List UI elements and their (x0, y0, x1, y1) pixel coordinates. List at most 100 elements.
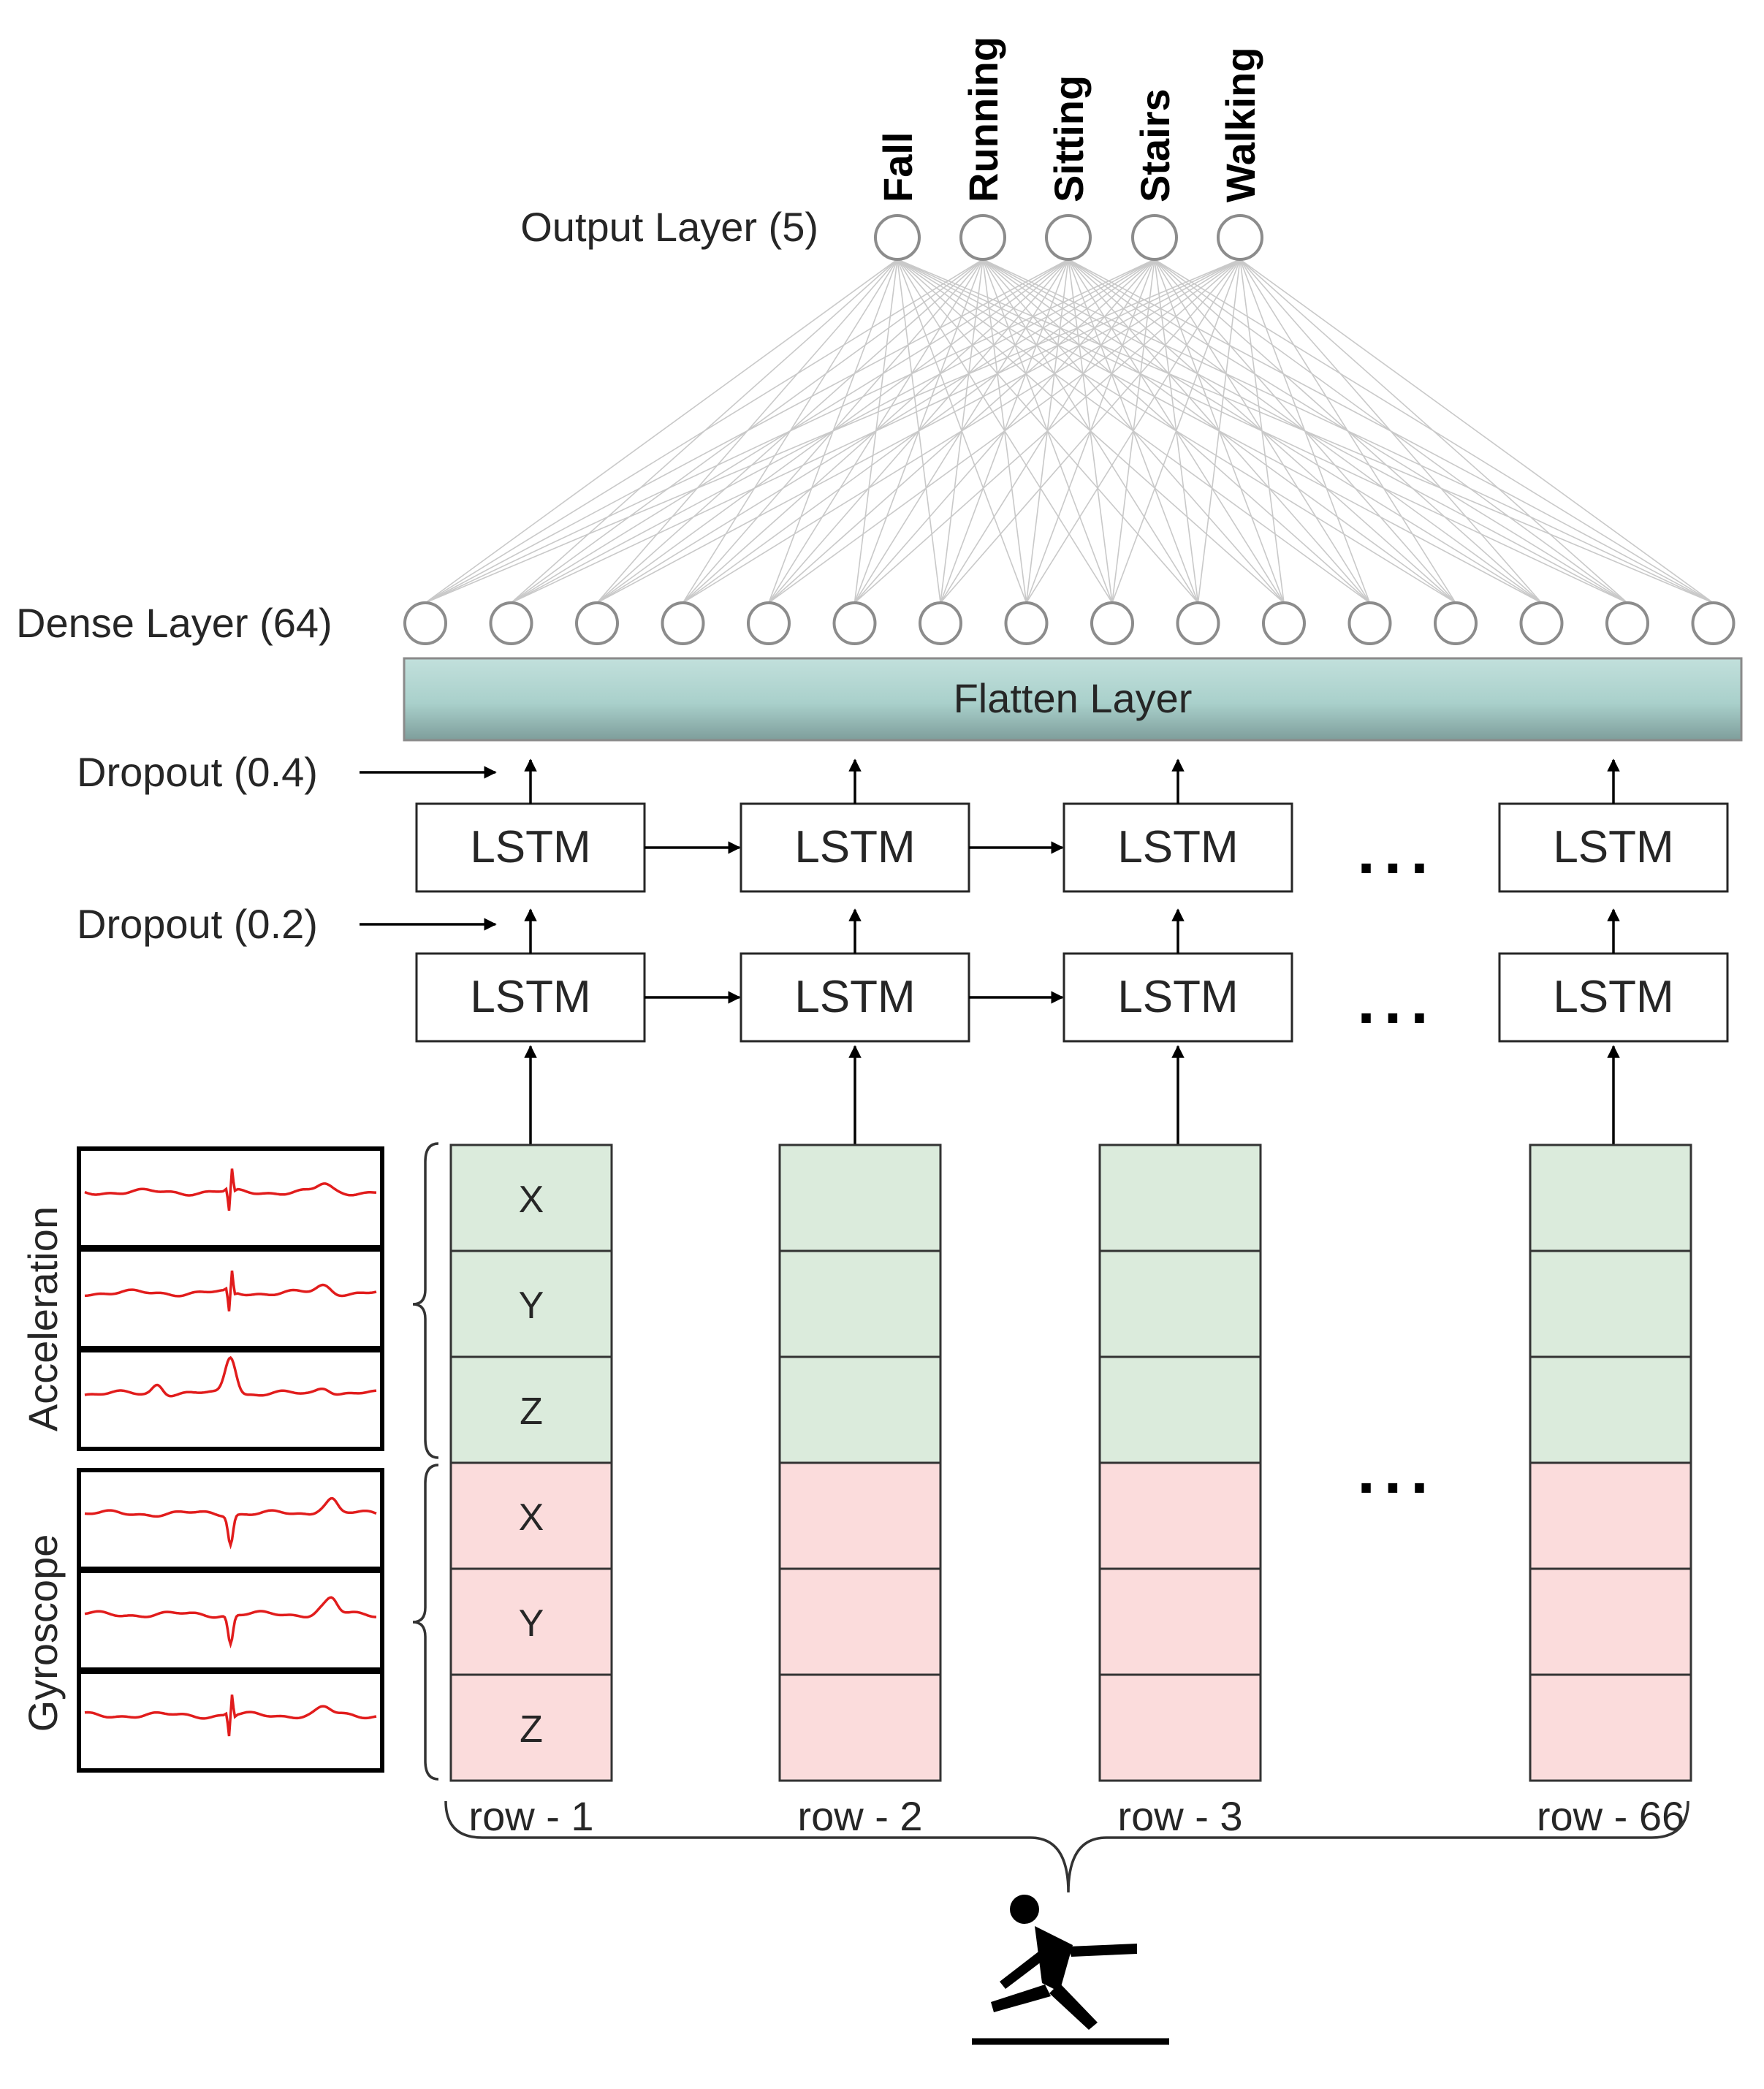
dense-node (1262, 601, 1306, 645)
acceleration-cell (1098, 1249, 1262, 1358)
connection-line (425, 259, 1155, 604)
acceleration-cell (1098, 1144, 1262, 1252)
signal-trace (84, 1496, 377, 1550)
lstm-label: LSTM (1553, 822, 1673, 872)
gyroscope-plot (77, 1569, 384, 1672)
acceleration-cell (1529, 1144, 1692, 1252)
gyroscope-cell (1098, 1673, 1262, 1782)
falling-person-icon (972, 1895, 1169, 2045)
row-label: row - 66 (1537, 1793, 1684, 1839)
dense-node (1519, 601, 1564, 645)
dense-node (1347, 601, 1392, 645)
connection-line (1239, 259, 1628, 604)
axis-label: Z (520, 1708, 543, 1751)
dense-layer-nodes (403, 601, 1736, 645)
signal-trace (84, 1168, 376, 1211)
gyroscope-brace (412, 1464, 439, 1781)
gyroscope-cell (449, 1673, 613, 1782)
signal-trace (84, 1355, 377, 1398)
output-node (1045, 214, 1092, 261)
axis-label: Y (519, 1602, 544, 1645)
gyroscope-cell (1529, 1673, 1692, 1782)
lstm-cell (1498, 952, 1729, 1043)
dense-node (747, 601, 791, 645)
lstm-label: LSTM (470, 972, 590, 1022)
row-label: row - 2 (797, 1793, 922, 1839)
dense-node (661, 601, 705, 645)
dense-node (575, 601, 619, 645)
gyroscope-plot (77, 1468, 384, 1571)
row-label: row - 1 (468, 1793, 593, 1839)
lstm-label: LSTM (794, 822, 915, 872)
axis-label: Z (520, 1390, 543, 1433)
acceleration-cell (1098, 1355, 1262, 1464)
dropout-label-lower: Dropout (0.2) (77, 901, 318, 947)
acceleration-cell (778, 1355, 942, 1464)
row-ellipsis: ... (1357, 1434, 1437, 1507)
connection-line (1025, 259, 1241, 604)
dense-node (919, 601, 962, 645)
gyroscope-cell (778, 1673, 942, 1782)
gyroscope-cell (1529, 1567, 1692, 1676)
dense-node (1691, 601, 1736, 645)
acceleration-cell (778, 1144, 942, 1252)
axis-label: Y (519, 1285, 544, 1327)
connection-line (511, 259, 1241, 604)
connection-line (1239, 259, 1285, 604)
gyroscope-label: Gyroscope (20, 1534, 66, 1732)
gyroscope-cell (1098, 1461, 1262, 1570)
output-layer-label: Output Layer (5) (520, 204, 818, 250)
lstm-ellipsis: ... (1357, 964, 1437, 1037)
acceleration-cell (449, 1355, 613, 1464)
lstm-cell (1062, 952, 1293, 1043)
output-class-label-stairs: Stairs (1132, 88, 1178, 202)
output-class-label-fall: Fall (875, 132, 921, 202)
axis-label: X (519, 1496, 544, 1539)
acceleration-brace (412, 1142, 439, 1459)
gyroscope-cell (778, 1567, 942, 1676)
dense-node (403, 601, 447, 645)
flatten-layer-label: Flatten Layer (954, 675, 1193, 721)
signal-trace (84, 1694, 377, 1737)
connection-line (425, 259, 1241, 604)
gyroscope-cell (778, 1461, 942, 1570)
acceleration-cell (778, 1249, 942, 1358)
gyroscope-cell (1098, 1567, 1262, 1676)
dense-node (1090, 601, 1134, 645)
flatten-layer-bar (403, 657, 1743, 742)
connection-line (1239, 259, 1543, 604)
dense-node (1004, 601, 1049, 645)
output-class-label-running: Running (960, 37, 1006, 202)
connection-line (940, 259, 1241, 604)
acceleration-label: Acceleration (20, 1206, 66, 1431)
lstm-label: LSTM (794, 972, 915, 1022)
acceleration-cell (1529, 1249, 1692, 1358)
output-class-label-sitting: Sitting (1046, 75, 1092, 202)
dense-to-output-connections (425, 259, 1714, 604)
lstm-cell (1062, 802, 1293, 893)
connection-line (1197, 259, 1241, 604)
row-label: row - 3 (1117, 1793, 1242, 1839)
connection-line (425, 259, 1069, 604)
connection-line (1239, 259, 1714, 604)
lstm-label: LSTM (1117, 822, 1238, 872)
connection-line (1111, 259, 1241, 604)
connection-line (425, 259, 984, 604)
output-node (959, 214, 1006, 261)
connection-line (425, 259, 898, 604)
lstm-cell (415, 802, 646, 893)
dense-node (832, 601, 877, 645)
gyroscope-cell (449, 1461, 613, 1570)
output-layer-nodes (874, 214, 1263, 261)
output-class-label-walking: Walking (1217, 47, 1263, 202)
output-node (1217, 214, 1263, 261)
acceleration-cell (449, 1144, 613, 1252)
lstm-label: LSTM (470, 822, 590, 872)
output-node (1131, 214, 1178, 261)
connection-line (854, 259, 1241, 604)
lstm-label: LSTM (1117, 972, 1238, 1022)
acceleration-cell (1529, 1355, 1692, 1464)
connection-line (1239, 259, 1456, 604)
